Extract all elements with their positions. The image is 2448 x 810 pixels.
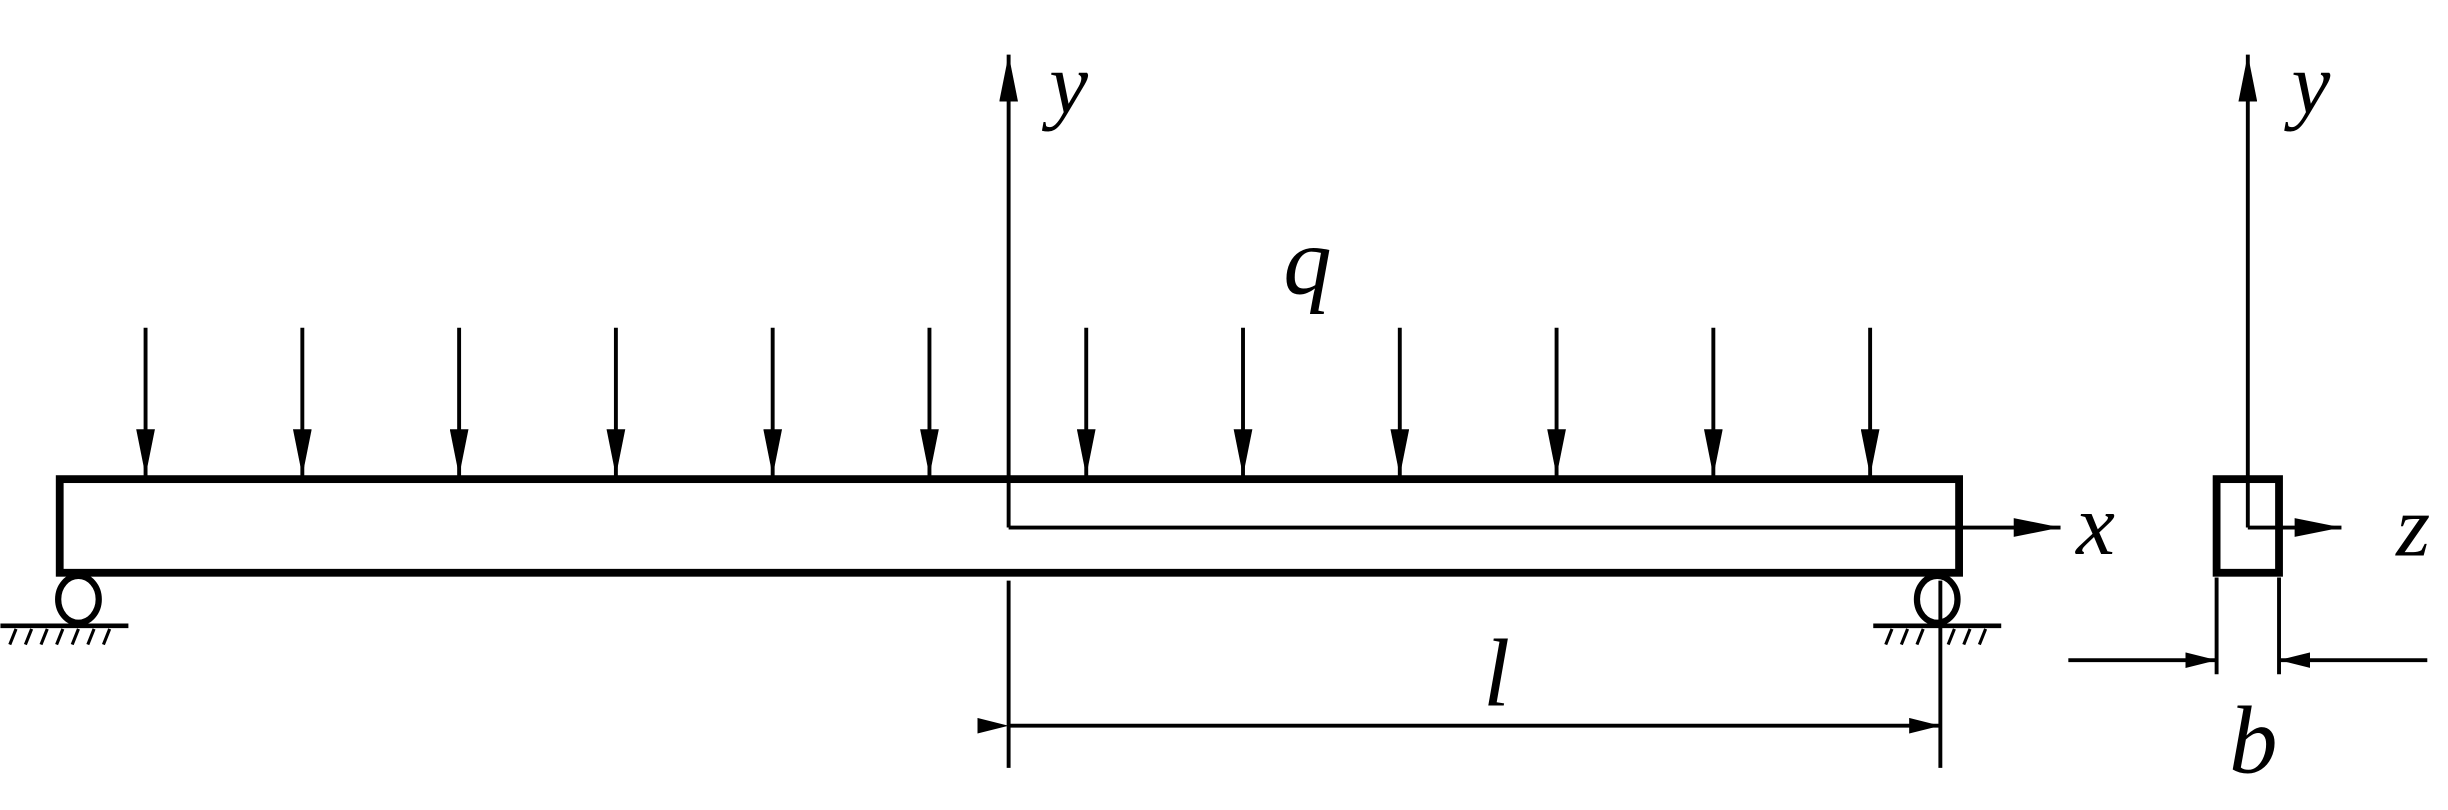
section-width-label: b xyxy=(2229,687,2277,794)
right-roller-support xyxy=(1873,572,2002,646)
x-axis-label: x xyxy=(2074,476,2115,573)
load-label: q xyxy=(1283,207,1331,314)
section-y-axis-label: y xyxy=(2284,34,2331,131)
section-z-axis-label: z xyxy=(2395,478,2430,575)
distributed-load xyxy=(136,327,1880,477)
y-axis-label: y xyxy=(1041,34,1088,131)
left-roller-support xyxy=(0,572,129,646)
length-label: l xyxy=(1483,619,1510,726)
